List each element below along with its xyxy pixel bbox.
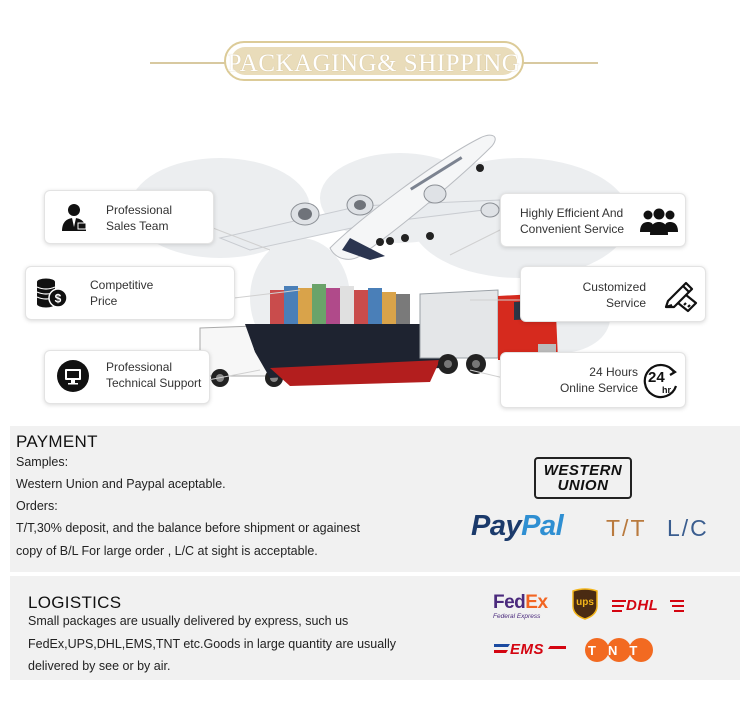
logistics-line: FedEx,UPS,DHL,EMS,TNT etc.Goods in large… [28,637,396,651]
payment-line: copy of B/L For large order , L/C at sig… [16,544,318,558]
svg-text:$: $ [55,292,62,306]
header-banner: PACKAGING& SHIPPING [224,41,524,81]
payment-line: Samples: [16,455,69,469]
connector-lines [207,227,520,381]
dhl-logo-text: DHL [626,597,659,614]
logistics-title: LOGISTICS [28,593,122,612]
feature-price-label: Competitive Price [90,278,154,308]
tnt-circles [585,638,653,662]
paypal-logo: PayPal [471,510,564,543]
feature-customized-label: Customized Service [582,280,646,310]
header-line-left [150,62,226,64]
feature-card-sales-team [44,190,214,244]
clock-24-label: 24 [648,369,665,386]
western-union-text-2: UNION [557,477,609,494]
clock-24h-icon [643,363,678,399]
western-union-text-1: WESTERN [543,462,623,479]
payment-panel [10,426,740,572]
paypal-text-pay: Pay [471,510,522,542]
tnt-logo-text: TNT [588,643,650,658]
page-title: PACKAGING& SHIPPING [227,50,521,77]
feature-efficient-label: Highly Efficient And Convenient Service [520,206,625,236]
tt-logo: T/T [606,515,647,541]
fedex-logo: FedEx [493,592,548,614]
ems-swoosh [494,644,566,653]
team-group-icon [640,208,678,235]
feature-tech-support-label: Professional Technical Support [106,360,202,390]
logistics-line: delivered by see or by air. [28,659,171,673]
payment-line: T/T,30% deposit, and the balance before … [16,521,360,535]
pencil-ruler-icon [664,281,698,313]
ups-shield-icon [572,588,598,620]
fedex-subtitle: Federal Express [493,613,541,620]
payment-title: PAYMENT [16,432,98,451]
western-union-logo: WESTERN UNION [534,457,632,499]
header-line-right [522,62,598,64]
feature-online-label: 24 Hours Online Service [559,365,638,395]
header-banner-fill [231,47,517,75]
logistics-panel [10,576,740,680]
paypal-text-pal: Pal [521,510,564,542]
ems-logo-text: EMS [510,641,545,658]
dhl-stripes [612,600,684,612]
lc-logo: L/C [667,515,709,541]
feature-card-efficient [500,193,686,247]
monitor-icon [57,360,89,392]
fedex-text-fed: Fed [493,592,526,613]
clock-hr-label: hr [662,385,671,395]
feature-sales-team-label: Professional Sales Team [106,203,173,233]
ups-logo-text: ups [576,597,594,608]
cargo-ship-illustration [245,284,455,386]
airplane-illustration [218,134,501,260]
payment-line: Orders: [16,499,58,513]
payment-line: Western Union and Paypal aceptable. [16,477,226,491]
fedex-text-ex: Ex [525,592,548,613]
logistics-line: Small packages are usually delivered by … [28,614,349,628]
feature-card-online [500,352,686,408]
sales-team-icon [62,204,87,231]
coins-dollar-icon: $ [36,278,68,308]
